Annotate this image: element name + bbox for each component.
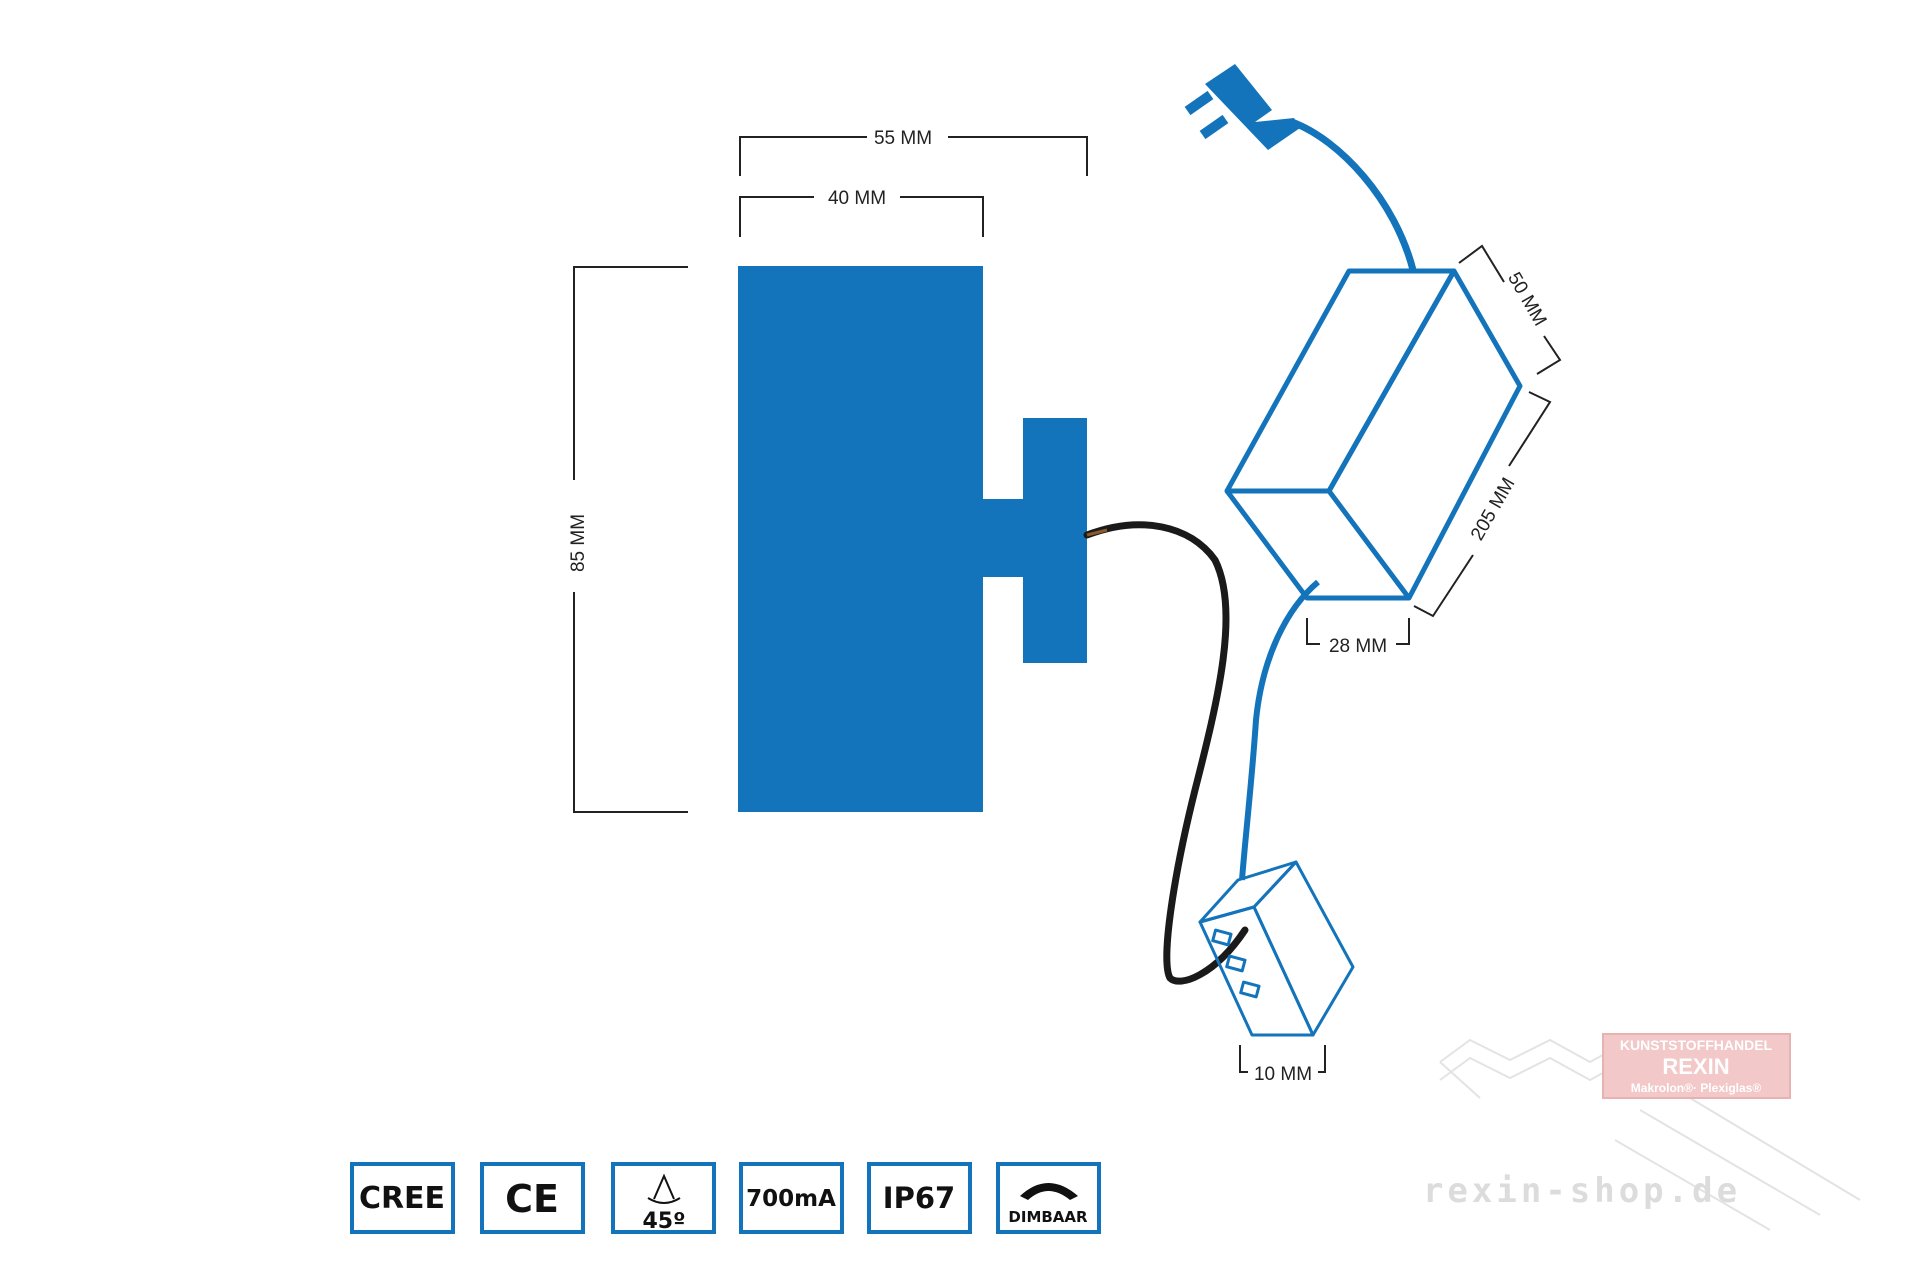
driver-output-cable bbox=[1239, 579, 1320, 881]
power-cable bbox=[1290, 118, 1417, 271]
svg-text:DIMBAAR: DIMBAAR bbox=[1008, 1208, 1088, 1226]
lamp-cable bbox=[1083, 521, 1249, 985]
dimension-label-85mm: 85 MM bbox=[568, 514, 589, 572]
power-plug-icon bbox=[1184, 64, 1300, 150]
svg-text:CE: CE bbox=[505, 1177, 559, 1221]
dimension-50mm bbox=[1458, 244, 1562, 375]
watermark-site: rexin-shop.de bbox=[1423, 1171, 1741, 1211]
dimension-label-55mm: 55 MM bbox=[874, 128, 932, 149]
badge-ip67: IP67 bbox=[867, 1162, 972, 1234]
dimension-28mm bbox=[1306, 618, 1410, 645]
dimension-label-10mm: 10 MM bbox=[1254, 1064, 1312, 1085]
dimension-205mm bbox=[1413, 391, 1552, 618]
svg-text:REXIN: REXIN bbox=[1662, 1054, 1729, 1079]
svg-text:KUNSTSTOFFHANDEL: KUNSTSTOFFHANDEL bbox=[1620, 1037, 1773, 1053]
dimension-label-40mm: 40 MM bbox=[828, 188, 886, 209]
svg-text:IP67: IP67 bbox=[883, 1181, 955, 1215]
badge-ce: CE bbox=[480, 1162, 585, 1234]
badge-current: 700mA bbox=[739, 1162, 844, 1234]
beam-angle-icon bbox=[647, 1173, 681, 1204]
svg-text:700mA: 700mA bbox=[746, 1186, 836, 1212]
lamp-housing bbox=[738, 266, 1087, 812]
dimension-label-50mm: 50 MM bbox=[1503, 269, 1550, 330]
lamp-body bbox=[738, 266, 983, 812]
badge-dimmable: DIMBAAR bbox=[996, 1162, 1101, 1234]
led-driver-box bbox=[1224, 268, 1523, 601]
cable-connector-box bbox=[1198, 860, 1355, 1037]
badge-cree: CREE bbox=[350, 1162, 455, 1234]
watermark: KUNSTSTOFFHANDEL REXIN Makrolon®· Plexig… bbox=[1423, 1033, 1861, 1231]
rexin-logo bbox=[1602, 1033, 1791, 1099]
dimension-label-28mm: 28 MM bbox=[1329, 636, 1387, 657]
dimension-40mm bbox=[739, 196, 984, 237]
lamp-cable-tip bbox=[1086, 528, 1108, 537]
dimension-label-205mm: 205 MM bbox=[1467, 474, 1520, 544]
badge-beam-angle: 45º bbox=[611, 1162, 716, 1234]
dimension-85mm bbox=[573, 266, 688, 813]
lamp-neck bbox=[983, 499, 1026, 577]
dimension-55mm bbox=[739, 136, 1088, 176]
wall-mount-plate bbox=[1023, 418, 1087, 663]
dimmer-arc-icon bbox=[1020, 1183, 1078, 1200]
svg-text:45º: 45º bbox=[642, 1209, 685, 1234]
watermark-sheet-icon bbox=[1439, 1038, 1861, 1231]
dimension-10mm bbox=[1239, 1045, 1326, 1073]
svg-text:CREE: CREE bbox=[359, 1181, 445, 1216]
svg-text:Makrolon®· Plexiglas®: Makrolon®· Plexiglas® bbox=[1631, 1081, 1762, 1095]
